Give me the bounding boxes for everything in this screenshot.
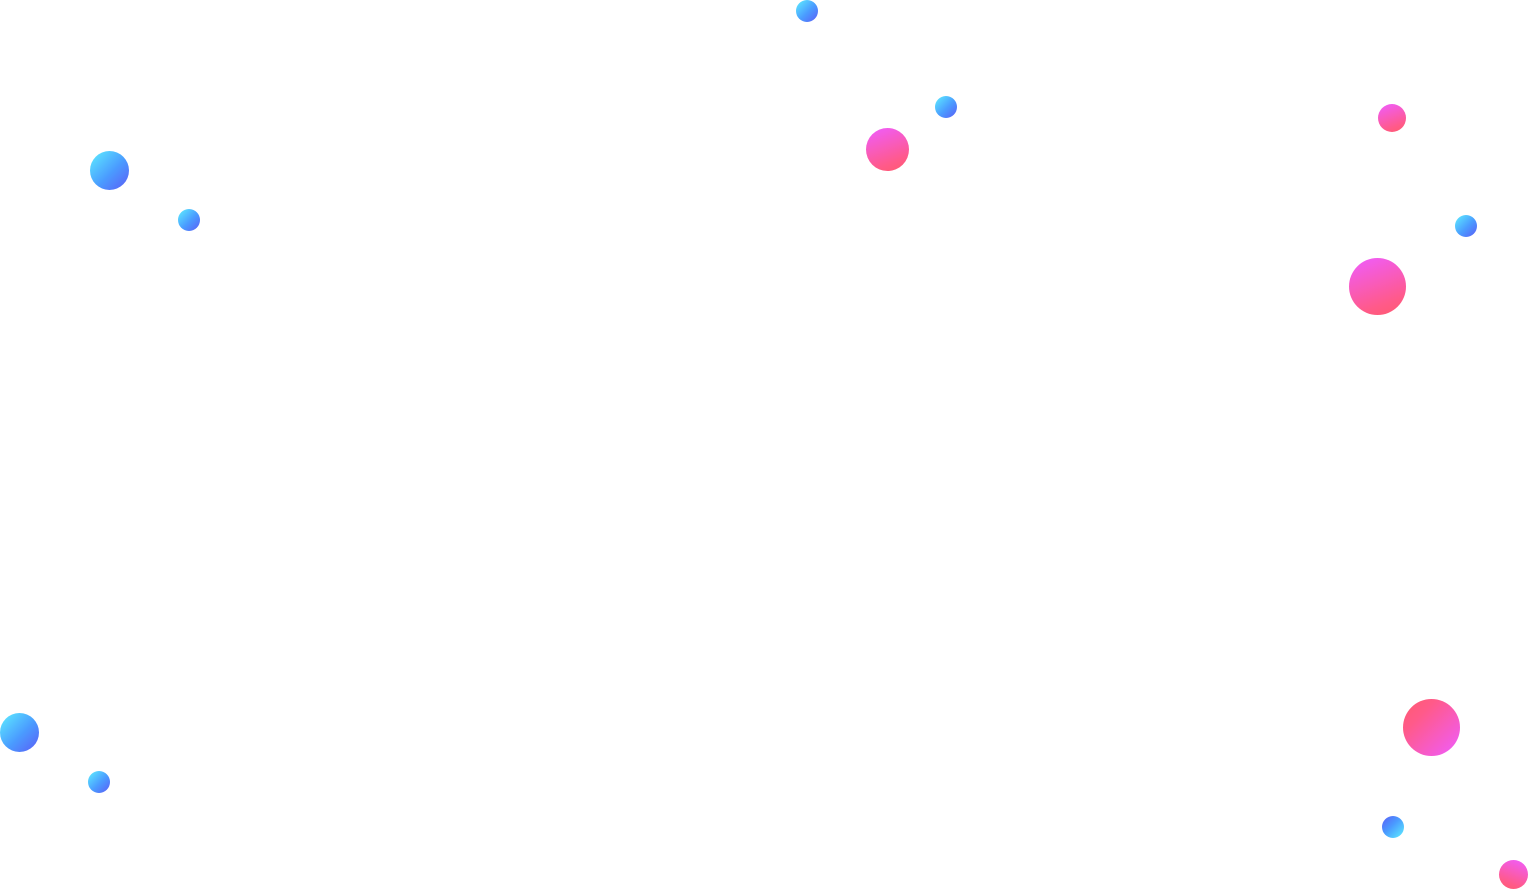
pink-bubble-bottom-right-corner: [1499, 860, 1528, 889]
blue-bubble-top-center: [796, 0, 818, 22]
blue-bubble-bottom-left-large: [0, 713, 39, 752]
blue-bubble-top-right-small: [1455, 215, 1477, 237]
blue-bubble-bottom-right-small: [1382, 816, 1404, 838]
pink-bubble-top-right-large: [1349, 258, 1406, 315]
pink-bubble-top-right-small: [1378, 104, 1406, 132]
pink-bubble-center: [866, 128, 909, 171]
blue-bubble-top-left-small: [178, 209, 200, 231]
blue-bubble-top-left-large: [90, 151, 129, 190]
pink-bubble-bottom-right-large: [1403, 699, 1460, 756]
blue-bubble-bottom-left-small: [88, 771, 110, 793]
blue-bubble-center-small: [935, 96, 957, 118]
